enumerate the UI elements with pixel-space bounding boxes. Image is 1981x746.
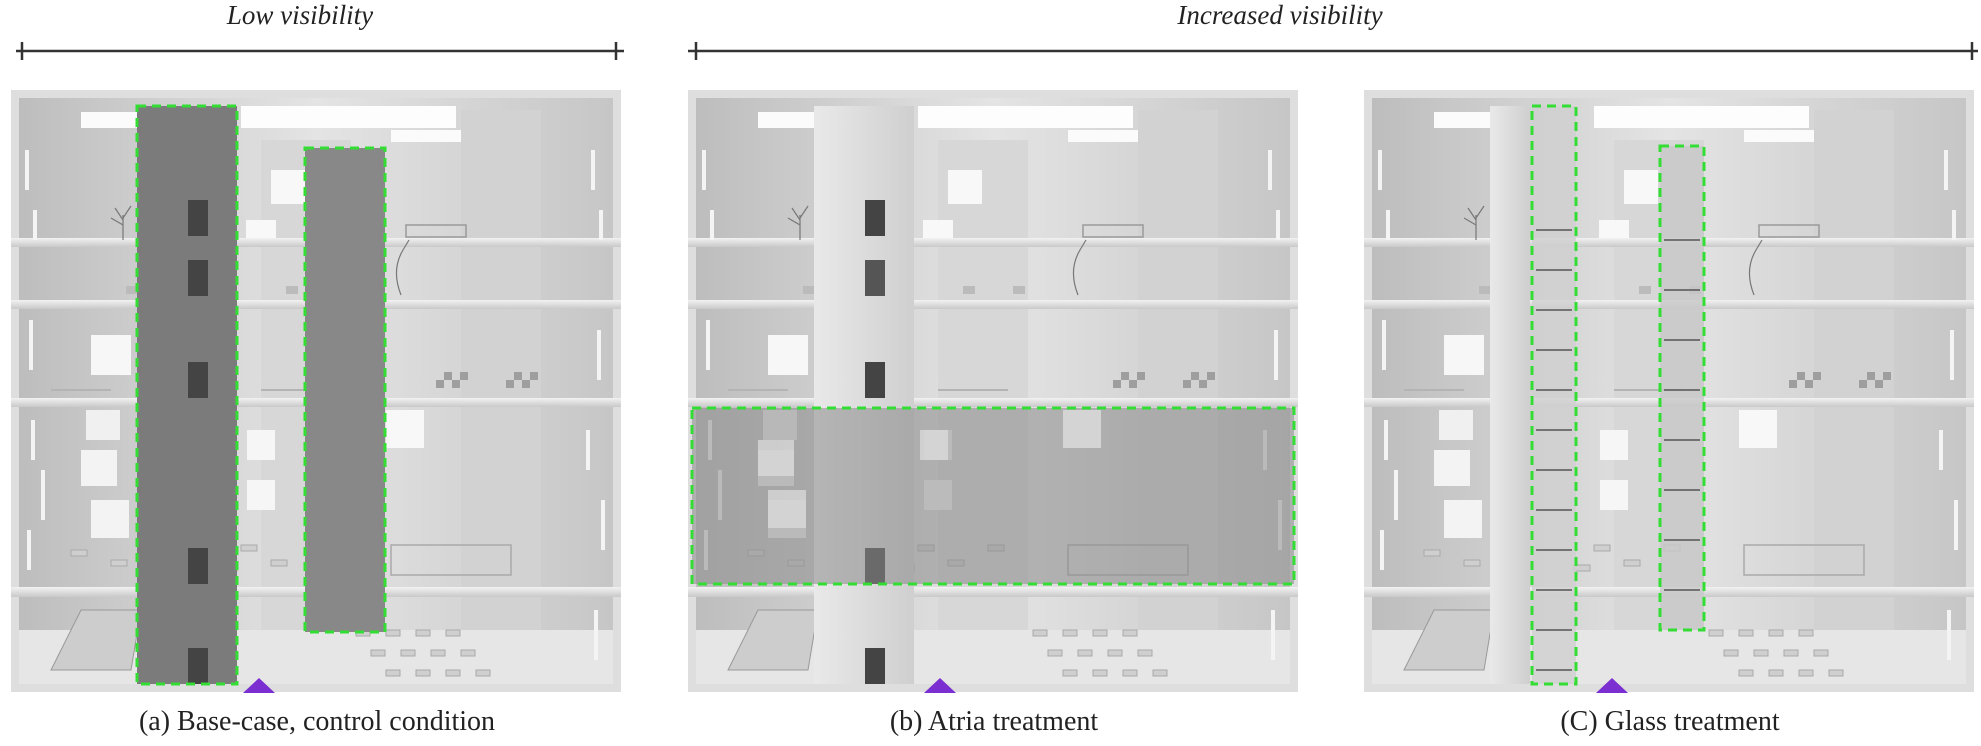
caption-atria-treatment: (b) Atria treatment <box>889 706 1099 737</box>
panel-atria-treatment <box>688 90 1299 693</box>
glass-stair-left <box>1532 106 1576 684</box>
visibility-axis <box>16 42 1978 60</box>
highlight-glass-left <box>1530 104 1578 686</box>
header-increased-visibility: Increased visibility <box>1177 0 1383 30</box>
atrium-volume <box>692 408 1294 584</box>
panel-glass-treatment <box>1364 90 1975 693</box>
observer-marker-icon <box>924 678 956 693</box>
caption-glass-treatment: (C) Glass treatment <box>1560 706 1780 737</box>
highlight-core-left <box>135 104 239 686</box>
opaque-core-left <box>137 106 237 684</box>
opaque-core-right <box>305 148 385 632</box>
panel-base-case <box>11 90 622 693</box>
header-low-visibility: Low visibility <box>226 0 374 30</box>
observer-marker-icon <box>243 678 275 693</box>
glass-stair-right <box>1660 146 1704 630</box>
highlight-core-right <box>303 146 387 634</box>
caption-base-case: (a) Base-case, control condition <box>138 706 496 737</box>
observer-marker-icon <box>1596 678 1628 693</box>
highlight-atrium <box>690 406 1296 586</box>
core-light-column <box>814 106 914 684</box>
solid-column <box>1490 106 1530 684</box>
highlight-glass-right <box>1658 144 1706 632</box>
